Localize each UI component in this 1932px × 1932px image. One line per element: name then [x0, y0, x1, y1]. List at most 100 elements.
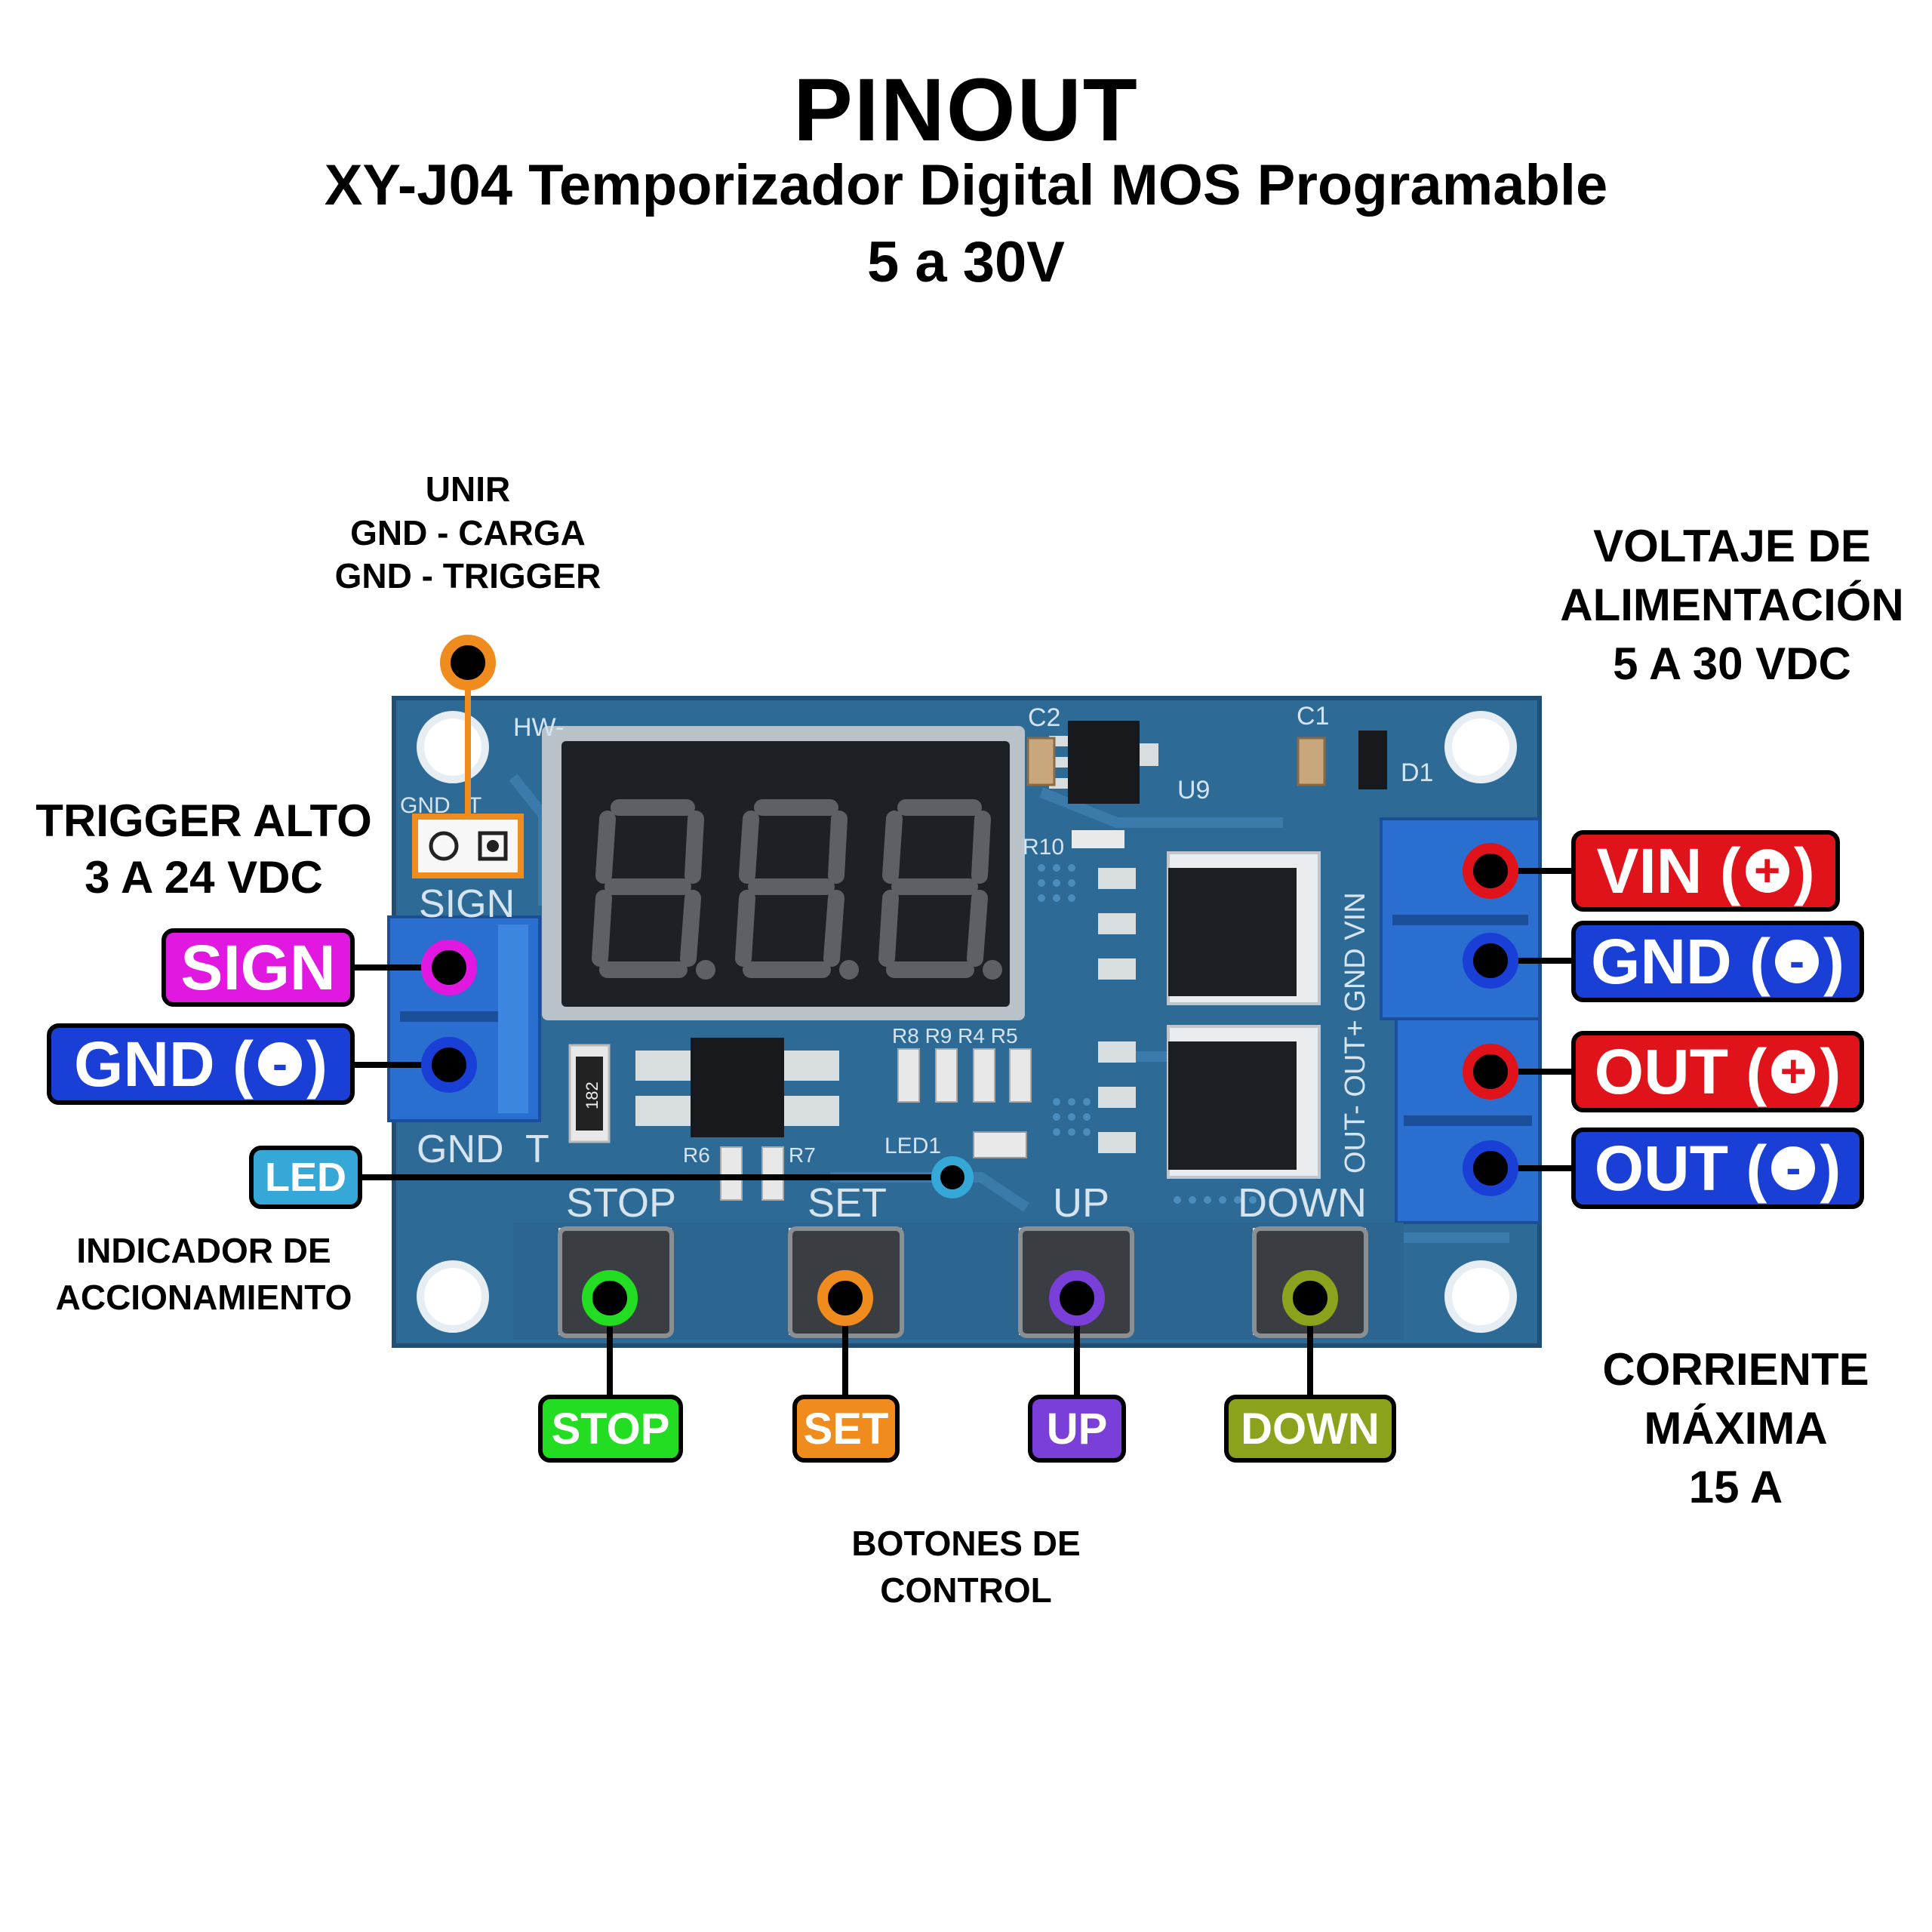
voltaje-note: VOLTAJE DE ALIMENTACIÓN 5 A 30 VDC	[1532, 517, 1932, 694]
page-title: PINOUT	[793, 60, 1139, 160]
stop-label-text: STOP	[551, 1404, 670, 1454]
led-label-text: LED	[265, 1155, 346, 1200]
optocoupler	[635, 1038, 839, 1137]
silk-t-small: T	[468, 793, 481, 818]
minus-sign: -	[1771, 1146, 1816, 1191]
right-terminal-block-bottom	[1395, 1017, 1541, 1224]
page-subtitle: XY-J04 Temporizador Digital MOS Programa…	[324, 153, 1608, 217]
out-neg-label: OUT (-)	[1571, 1128, 1864, 1209]
down-label: DOWN	[1224, 1395, 1396, 1463]
sign-label-text: SIGN	[180, 931, 336, 1003]
mosfet-top	[1098, 851, 1321, 1005]
plus-sign: +	[1771, 1049, 1816, 1094]
stop-label: STOP	[538, 1395, 683, 1463]
led-pin-marker	[931, 1156, 974, 1198]
corriente-note-line: MÁXIMA	[1644, 1403, 1828, 1454]
seven-segment-display	[542, 726, 1025, 1020]
botones-note: BOTONES DE CONTROL	[777, 1520, 1155, 1614]
sign-pin-marker	[421, 940, 477, 995]
button-strip	[513, 1223, 1404, 1340]
open-paren: (	[1746, 1035, 1767, 1107]
pin-markers	[421, 635, 1518, 1326]
silk-c2: C2	[1028, 703, 1060, 732]
up-button-marker	[1049, 1270, 1105, 1326]
silk-down: DOWN	[1238, 1180, 1367, 1226]
gnd-right-label: GND (-)	[1571, 921, 1864, 1002]
trigger-note-line: TRIGGER ALTO	[35, 795, 372, 846]
led-note-line: ACCIONAMIENTO	[55, 1278, 352, 1318]
silk-gnd: GND	[417, 1128, 504, 1171]
open-paren: (	[232, 1028, 254, 1100]
minus-sign: -	[1775, 939, 1819, 984]
plus-sign: +	[1745, 848, 1789, 894]
silk-d1: D1	[1401, 758, 1433, 787]
silk-right-terminals: OUT- OUT+ GND VIN	[1340, 892, 1371, 1174]
voltage-range-subtitle: 5 a 30V	[867, 230, 1065, 294]
botones-note-line: CONTROL	[880, 1571, 1052, 1611]
unir-note-line: UNIR	[425, 469, 511, 509]
close-paren: )	[1793, 835, 1815, 906]
unir-pin-marker	[440, 635, 496, 691]
voltaje-note-line: ALIMENTACIÓN	[1560, 580, 1904, 630]
mosfet-bottom	[1098, 1025, 1321, 1179]
set-label: SET	[792, 1395, 900, 1463]
set-button-marker	[817, 1270, 873, 1326]
unir-note-line: GND - TRIGGER	[334, 556, 601, 595]
botones-note-line: BOTONES DE	[851, 1524, 1081, 1563]
out-pos-pin-marker	[1463, 1044, 1518, 1100]
silk-gnd-small: GND	[400, 793, 451, 818]
unir-note: UNIR GND - CARGA GND - TRIGGER	[294, 468, 641, 598]
mounting-holes	[417, 711, 1517, 1333]
silk-u9: U9	[1177, 776, 1210, 804]
out-neg-label-text: OUT	[1594, 1132, 1728, 1204]
silk-led1: LED1	[884, 1134, 941, 1158]
out-neg-pin-marker	[1463, 1140, 1518, 1196]
up-label: UP	[1028, 1395, 1126, 1463]
close-paren: )	[1823, 925, 1844, 997]
silk-r8-r5: R8 R9 R4 R5	[892, 1024, 1018, 1048]
gnd-left-pin-marker	[421, 1037, 477, 1093]
dot-grid	[1038, 864, 1257, 1204]
silk-stop: STOP	[566, 1180, 676, 1226]
silk-r10: R10	[1023, 835, 1064, 860]
silk-t: T	[525, 1128, 549, 1171]
gnd-right-label-text: GND	[1591, 925, 1732, 997]
silk-up: UP	[1053, 1180, 1109, 1226]
silk-hw: HW-	[513, 713, 564, 742]
out-pos-label-text: OUT	[1594, 1035, 1728, 1107]
corriente-note-line: 15 A	[1688, 1462, 1783, 1512]
close-paren: )	[306, 1028, 328, 1100]
led-note: INDICADOR DE ACCIONAMIENTO	[15, 1227, 392, 1321]
left-terminal-block	[387, 915, 541, 1122]
regulator-u9	[1049, 721, 1158, 804]
vin-label: VIN (+)	[1571, 830, 1840, 912]
silk-r7: R7	[789, 1143, 816, 1167]
close-paren: )	[1820, 1035, 1841, 1107]
silk-c1: C1	[1297, 702, 1329, 731]
trigger-jumper-pins	[412, 814, 524, 878]
gnd-left-label-text: GND	[74, 1028, 215, 1100]
silk-set: SET	[808, 1180, 887, 1226]
down-button-marker	[1282, 1270, 1338, 1326]
silk-sign: SIGN	[419, 882, 515, 926]
silk-r6: R6	[683, 1143, 710, 1167]
gnd-left-label: GND (-)	[47, 1023, 355, 1105]
smd-resistor	[568, 1044, 611, 1143]
trigger-note: TRIGGER ALTO 3 A 24 VDC	[15, 792, 392, 906]
trigger-note-line: 3 A 24 VDC	[85, 852, 323, 903]
out-pos-label: OUT (+)	[1571, 1031, 1864, 1112]
corriente-note: CORRIENTE MÁXIMA 15 A	[1540, 1340, 1932, 1517]
vin-label-text: VIN	[1596, 835, 1703, 906]
down-label-text: DOWN	[1241, 1404, 1380, 1454]
up-label-text: UP	[1046, 1404, 1108, 1454]
voltaje-note-line: 5 A 30 VDC	[1613, 638, 1851, 689]
open-paren: (	[1746, 1132, 1767, 1204]
voltaje-note-line: VOLTAJE DE	[1593, 521, 1871, 571]
led-note-line: INDICADOR DE	[76, 1231, 331, 1270]
led-label: LED	[249, 1146, 362, 1209]
vin-pin-marker	[1463, 843, 1518, 899]
right-terminal-block-top	[1380, 817, 1541, 1020]
gnd-right-pin-marker	[1463, 933, 1518, 989]
corriente-note-line: CORRIENTE	[1602, 1344, 1869, 1395]
